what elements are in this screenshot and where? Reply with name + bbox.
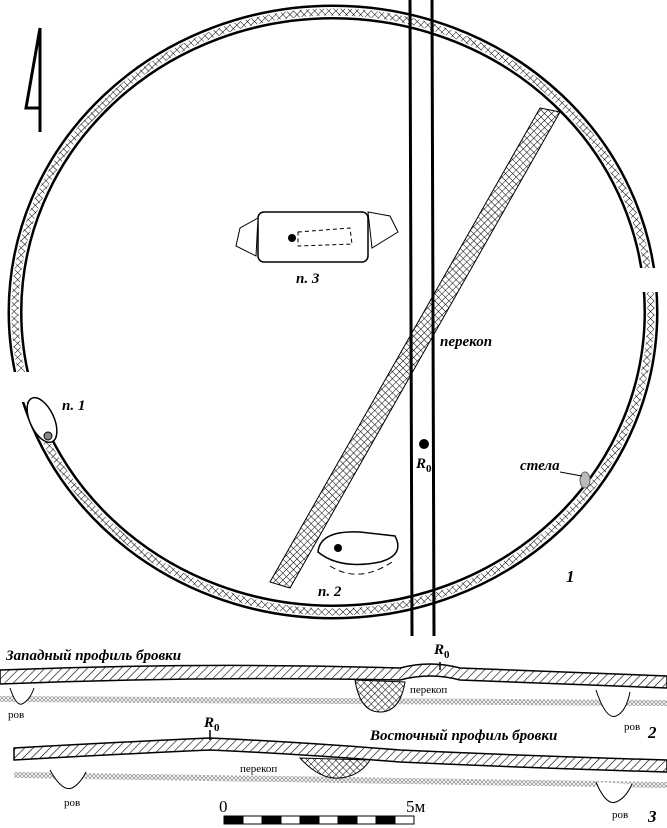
east-profile-title: Восточный профиль бровки <box>369 728 557 744</box>
west-profile-title: Западный профиль бровки <box>5 648 181 664</box>
east-profile <box>13 730 667 804</box>
west-profile <box>0 662 667 717</box>
burial-1 <box>26 396 58 444</box>
trench-strip <box>269 107 561 589</box>
east-profile-ditch-label-1: ров <box>64 797 80 809</box>
west-profile-ditch-label-2: ров <box>624 721 640 733</box>
baulk-lines <box>408 0 436 637</box>
burial-3 <box>235 211 399 263</box>
burial-3-label: п. 3 <box>296 271 320 287</box>
reference-point-label: R0 <box>415 456 432 475</box>
scale-bar <box>223 815 415 825</box>
ring-ditch <box>0 4 667 620</box>
trench-label: перекоп <box>440 334 492 350</box>
burial-2 <box>317 531 399 575</box>
scale-start-label: 0 <box>219 797 228 816</box>
east-profile-ditch-label-2: ров <box>612 809 628 821</box>
figure-2-number: 2 <box>647 723 657 742</box>
stele-leader-line <box>559 471 583 477</box>
east-profile-trench-label: перекоп <box>240 763 277 775</box>
west-profile-r0: R0 <box>433 642 450 661</box>
figure-3-number: 3 <box>647 807 657 826</box>
figure-1-number: 1 <box>566 567 575 586</box>
burial-1-label: п. 1 <box>62 398 85 414</box>
west-profile-trench-label: перекоп <box>410 684 447 696</box>
stele-label: стела <box>520 458 560 474</box>
burial-2-label: п. 2 <box>318 584 342 600</box>
stele-marker <box>579 471 591 489</box>
east-profile-r0: R0 <box>203 715 220 734</box>
reference-point-marker <box>419 439 429 449</box>
west-profile-ditch-label-1: ров <box>8 709 24 721</box>
north-arrow-icon <box>24 27 42 132</box>
scale-end-label: 5м <box>406 797 426 816</box>
